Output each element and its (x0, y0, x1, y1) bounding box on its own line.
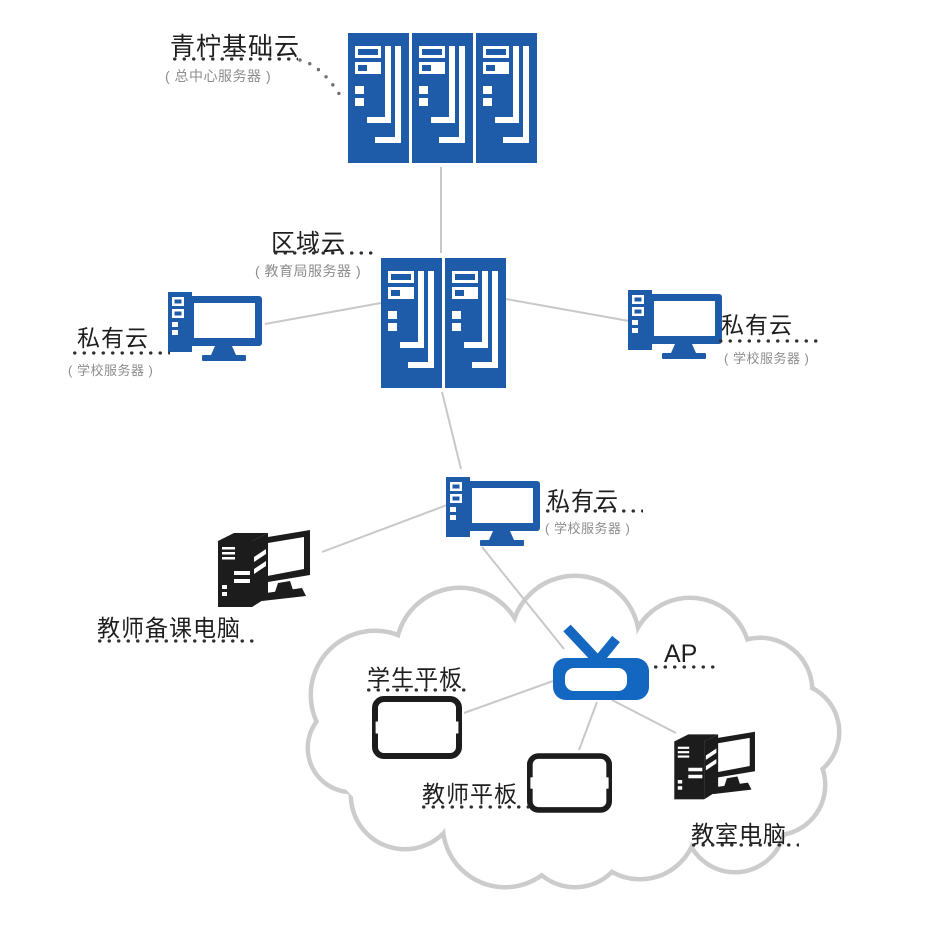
private-cloud-school-sublabel: ( 学校服务器 ) (545, 521, 631, 536)
private-cloud-right-desktop-icon (628, 290, 722, 359)
student-tablet-dots (364, 688, 470, 692)
private-cloud-school-dots (543, 509, 643, 513)
private-cloud-school-label: 私有云 (547, 487, 619, 513)
base-cloud-server-rack-icon (348, 33, 537, 163)
base-cloud-label: 青柠基础云 (170, 33, 301, 61)
region-cloud-dots (271, 251, 377, 255)
ap-label: AP (664, 640, 698, 668)
private-cloud-left-dots (70, 351, 170, 355)
private-cloud-right-dots (716, 339, 818, 343)
teacher-tablet-label: 教师平板 (422, 781, 518, 807)
student-tablet-icon (375, 699, 459, 756)
private-cloud-right-sublabel: ( 学校服务器 ) (724, 351, 810, 366)
region-cloud-server-rack-icon (381, 258, 506, 388)
teacher-tablet-dots (419, 805, 529, 809)
teacher-prep-computer-dots (95, 639, 255, 643)
teacher-prep-computer-icon (218, 530, 310, 607)
base-cloud-sublabel: ( 总中心服务器 ) (165, 68, 272, 84)
private-cloud-left-sublabel: ( 学校服务器 ) (68, 363, 154, 378)
teacher-tablet-icon (530, 756, 609, 810)
private-cloud-school-desktop-icon (446, 477, 540, 546)
base-cloud-dots (170, 57, 298, 61)
classroom-computer-dots (689, 843, 799, 847)
student-tablet-label: 学生平板 (367, 665, 463, 691)
private-cloud-left-label: 私有云 (77, 325, 149, 351)
ap-dots (651, 665, 719, 669)
classroom-computer-label: 教室电脑 (691, 821, 787, 847)
connection-lines (264, 58, 677, 751)
classroom-computer-icon (674, 731, 755, 800)
teacher-prep-computer-label: 教师备课电脑 (97, 615, 241, 641)
private-cloud-left-desktop-icon (168, 292, 262, 361)
region-cloud-sublabel: ( 教育局服务器 ) (255, 263, 362, 279)
private-cloud-right-label: 私有云 (721, 312, 793, 338)
classroom-cloud-outline (305, 573, 842, 890)
label-pointer-dotted-curve (298, 58, 345, 102)
